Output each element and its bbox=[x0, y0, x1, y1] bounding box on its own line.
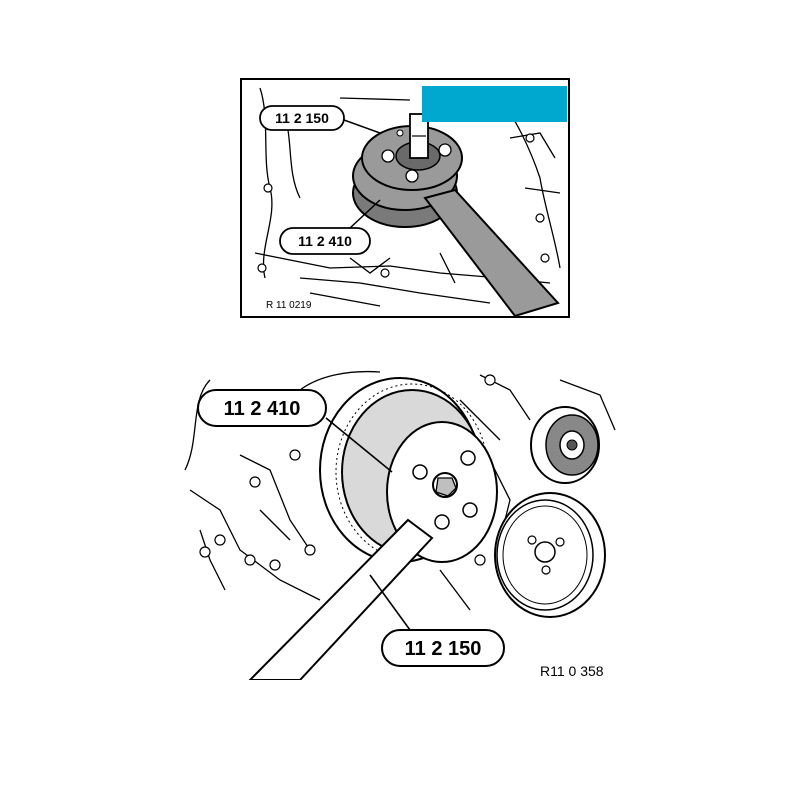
reference-code: R11 0 358 bbox=[540, 663, 604, 679]
wrench-handle bbox=[423, 188, 560, 318]
engine-bolts bbox=[257, 133, 550, 278]
callout-top-lower: 11 2 410 bbox=[279, 199, 381, 255]
callout-label: 11 2 410 bbox=[298, 233, 352, 249]
square-drive bbox=[409, 113, 429, 159]
top-figure-drawing: 11 2 150 11 2 410 R 11 0219 bbox=[240, 78, 570, 318]
water-pump-pulley bbox=[494, 492, 606, 618]
callout-bottom-upper: 11 2 410 bbox=[197, 389, 393, 473]
top-figure: 11 2 150 11 2 410 R 11 0219 bbox=[240, 78, 570, 318]
callout-top-upper: 11 2 150 bbox=[259, 105, 381, 134]
callout-label: 11 2 150 bbox=[275, 110, 329, 126]
highlight-box bbox=[422, 86, 567, 122]
engine-bolts bbox=[199, 374, 496, 571]
wrench-handle bbox=[248, 518, 434, 680]
idler-pulley bbox=[530, 406, 600, 484]
callout-bottom-lower: 11 2 150 bbox=[369, 574, 505, 667]
callout-label: 11 2 150 bbox=[405, 638, 482, 660]
reference-code: R 11 0219 bbox=[266, 300, 312, 311]
bottom-figure-drawing: 11 2 410 11 2 150 R11 0 358 bbox=[184, 370, 616, 680]
bottom-figure: 11 2 410 11 2 150 R11 0 358 bbox=[180, 360, 620, 680]
callout-label: 11 2 410 bbox=[224, 398, 301, 420]
